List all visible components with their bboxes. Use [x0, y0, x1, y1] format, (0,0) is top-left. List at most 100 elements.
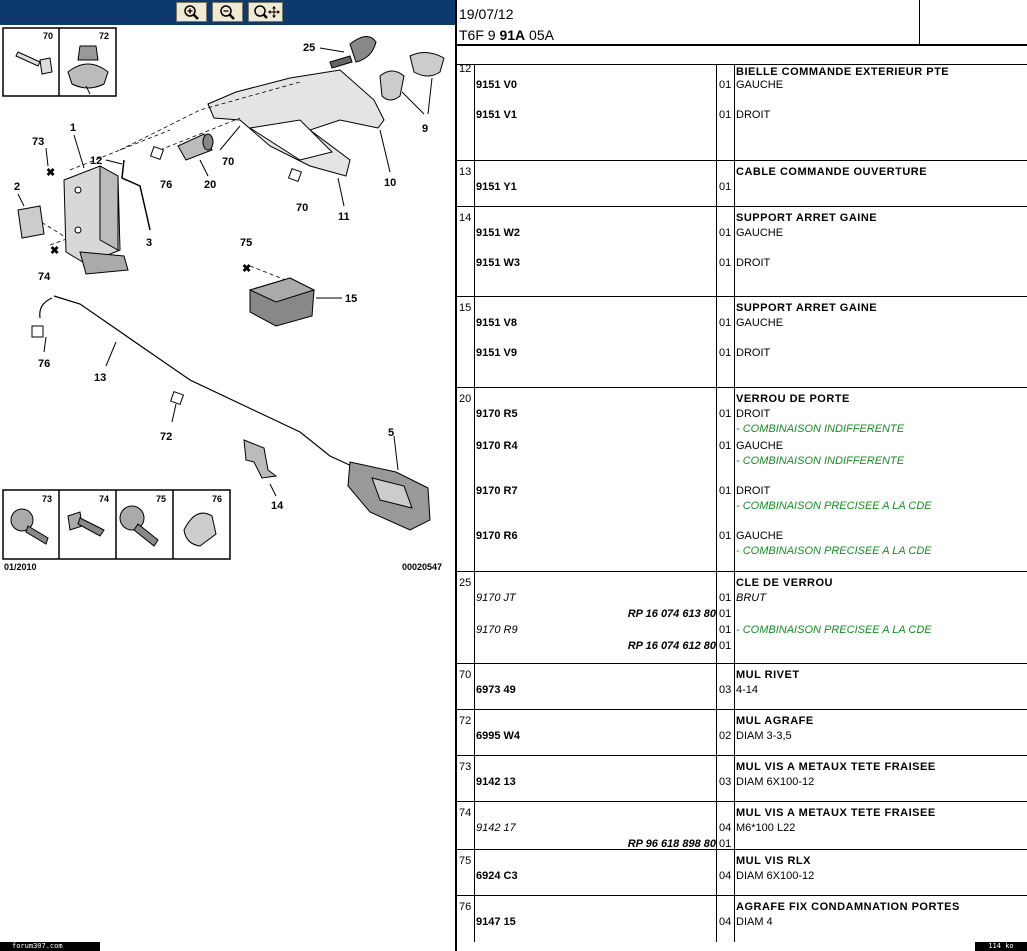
combination-note: - COMBINAISON INDIFFERENTE: [736, 423, 905, 435]
diagram-pane: 70 72 25 9: [0, 0, 455, 951]
part-variant: DROIT: [736, 408, 771, 420]
row-index: 74: [459, 807, 472, 819]
part-number[interactable]: 9151 V0: [476, 79, 517, 91]
zoom-out-button[interactable]: [212, 2, 243, 22]
file-size: 114 ko: [975, 942, 1027, 951]
part-variant: DROIT: [736, 109, 771, 121]
callout-label: 12: [90, 155, 102, 167]
column-divider: [474, 710, 475, 755]
zoom-out-icon: [219, 5, 235, 20]
replacement-ref[interactable]: RP 16 074 612 80: [627, 640, 716, 652]
column-divider: [716, 388, 717, 571]
quantity: 01: [719, 624, 732, 636]
column-divider: [474, 161, 475, 206]
part-variant: GAUCHE: [736, 530, 784, 542]
part-description: MUL VIS A METAUX TETE FRAISEE: [736, 761, 936, 773]
part-number[interactable]: 9170 R4: [476, 440, 518, 452]
part-number[interactable]: 9170 JT: [476, 592, 516, 604]
replacement-ref[interactable]: RP 16 074 613 80: [627, 608, 716, 620]
part-number[interactable]: 9151 W2: [476, 227, 521, 239]
quantity: 01: [719, 838, 732, 850]
row-index: 15: [459, 302, 472, 314]
column-divider: [716, 65, 717, 160]
part-number[interactable]: 9147 15: [476, 916, 516, 928]
part-number[interactable]: 9170 R9: [476, 624, 518, 636]
part-number[interactable]: 9142 13: [476, 776, 516, 788]
column-divider: [716, 710, 717, 755]
combination-note: - COMBINAISON PRECISEE A LA CDE: [736, 624, 932, 636]
part-number[interactable]: 6924 C3: [476, 870, 518, 882]
part-number[interactable]: 9170 R5: [476, 408, 518, 420]
callout-label: 76: [38, 358, 50, 370]
parts-header: 19/07/12 T6F 9 91A 05A: [457, 0, 1027, 46]
quantity: 01: [719, 440, 732, 452]
column-divider: [474, 896, 475, 942]
column-divider: [474, 297, 475, 387]
column-divider: [734, 572, 735, 663]
quantity: 01: [719, 227, 732, 239]
part-number[interactable]: 9151 V1: [476, 109, 517, 121]
part-description: MUL RIVET: [736, 669, 800, 681]
callout-label: 1: [70, 122, 76, 134]
row-index: 70: [459, 669, 472, 681]
part-variant: BRUT: [736, 592, 766, 604]
row-index: 75: [459, 855, 472, 867]
pane-divider[interactable]: [455, 0, 457, 951]
part-variant: GAUCHE: [736, 79, 784, 91]
zoom-in-button[interactable]: [176, 2, 207, 22]
replacement-ref[interactable]: RP 96 618 898 80: [627, 838, 716, 850]
quantity: 01: [719, 181, 732, 193]
part-number[interactable]: 9170 R6: [476, 530, 518, 542]
column-divider: [716, 297, 717, 387]
row-index: 76: [459, 901, 472, 913]
part-number[interactable]: 6973 49: [476, 684, 516, 696]
legend-label: 76: [212, 494, 222, 504]
part-description: SUPPORT ARRET GAINE: [736, 212, 878, 224]
part-description: BIELLE COMMANDE EXTERIEUR PTE: [736, 66, 950, 78]
column-divider: [474, 850, 475, 895]
part-number[interactable]: 9151 V8: [476, 317, 517, 329]
part-number[interactable]: 6995 W4: [476, 730, 521, 742]
callout-label: 15: [345, 293, 357, 305]
part-description: CABLE COMMANDE OUVERTURE: [736, 166, 928, 178]
column-divider: [716, 802, 717, 849]
inset-70-72: 70 72: [2, 27, 117, 97]
header-date: 19/07/12: [459, 6, 514, 22]
row-index: 12: [459, 63, 472, 75]
quantity: 01: [719, 592, 732, 604]
part-number[interactable]: 9170 R7: [476, 485, 518, 497]
callout-label: 20: [204, 179, 216, 191]
column-divider: [734, 297, 735, 387]
quantity: 04: [719, 822, 732, 834]
part-variant: DIAM 6X100-12: [736, 776, 815, 788]
callout-label: 11: [338, 211, 350, 223]
part-number[interactable]: 9151 Y1: [476, 181, 517, 193]
column-divider: [716, 572, 717, 663]
part-number[interactable]: 9142 17: [476, 822, 516, 834]
callout-label: 5: [388, 427, 394, 439]
row-index: 72: [459, 715, 472, 727]
part-number[interactable]: 9151 W3: [476, 257, 521, 269]
combination-note: - COMBINAISON PRECISEE A LA CDE: [736, 545, 932, 557]
callout-label: 73: [32, 136, 44, 148]
part-description: VERROU DE PORTE: [736, 393, 850, 405]
quantity: 03: [719, 684, 732, 696]
column-divider: [716, 207, 717, 296]
part-description: MUL VIS RLX: [736, 855, 811, 867]
viewer-toolbar: [0, 0, 455, 25]
part-number[interactable]: 9151 V9: [476, 347, 517, 359]
column-divider: [716, 161, 717, 206]
zoom-fit-button[interactable]: [248, 2, 283, 22]
